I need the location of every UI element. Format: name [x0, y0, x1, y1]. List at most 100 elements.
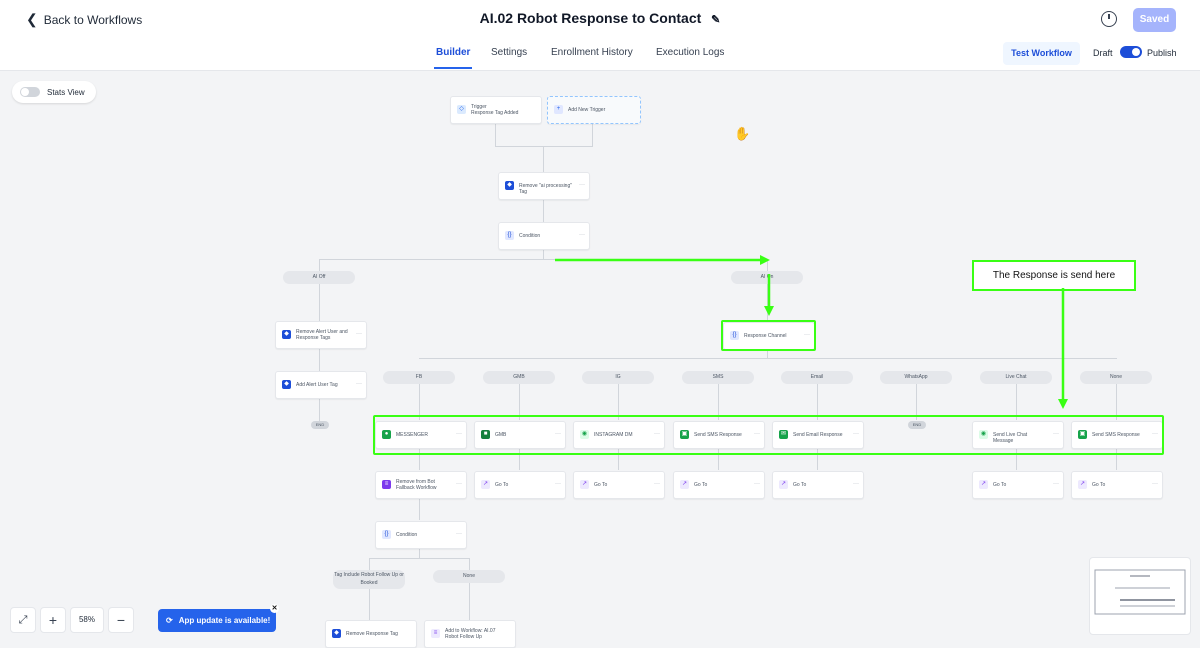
- close-icon[interactable]: ✕: [270, 604, 279, 613]
- branch-none[interactable]: None: [1080, 371, 1152, 384]
- connector: [767, 259, 768, 271]
- branch-whatsapp[interactable]: WhatsApp: [880, 371, 952, 384]
- connector: [369, 558, 470, 559]
- more-icon[interactable]: ···: [579, 232, 585, 238]
- chevron-left-icon: ❮: [26, 11, 38, 27]
- more-icon[interactable]: ···: [456, 431, 462, 437]
- response-channel-node[interactable]: {} Response Channel ···: [723, 322, 815, 350]
- connector: [519, 446, 520, 470]
- more-icon[interactable]: ···: [804, 332, 810, 338]
- connector: [543, 198, 544, 222]
- test-workflow-button[interactable]: Test Workflow: [1003, 42, 1080, 65]
- plus-icon: +: [554, 105, 563, 114]
- stats-view-toggle[interactable]: Stats View: [12, 81, 96, 103]
- more-icon[interactable]: ···: [456, 481, 462, 487]
- goto-node[interactable]: ↗ Go To ···: [673, 471, 765, 499]
- tab-execution-logs[interactable]: Execution Logs: [656, 47, 725, 58]
- gmb-node[interactable]: ■ GMB ···: [474, 421, 566, 449]
- branch-ig[interactable]: IG: [582, 371, 654, 384]
- branch-sms[interactable]: SMS: [682, 371, 754, 384]
- branch-tag-include[interactable]: Tag Include Robot Follow Up or Booked: [333, 570, 405, 589]
- send-sms-node[interactable]: ▣ Send SMS Response ···: [673, 421, 765, 449]
- publish-toggle[interactable]: [1120, 46, 1142, 58]
- braces-icon: {}: [730, 331, 739, 340]
- braces-icon: {}: [505, 231, 514, 240]
- goto-node[interactable]: ↗ Go To ···: [1071, 471, 1163, 499]
- zoom-out-button[interactable]: −: [108, 607, 134, 633]
- connector: [1116, 446, 1117, 470]
- more-icon[interactable]: ···: [654, 481, 660, 487]
- messenger-node[interactable]: ● MESSENGER ···: [375, 421, 467, 449]
- connector: [817, 384, 818, 420]
- add-alert-label: Add Alert User Tag: [296, 382, 338, 388]
- more-icon[interactable]: ···: [1152, 431, 1158, 437]
- branch-fb[interactable]: FB: [383, 371, 455, 384]
- app-update-label: App update is available!: [178, 616, 271, 625]
- goto-node[interactable]: ↗ Go To ···: [573, 471, 665, 499]
- add-trigger-node[interactable]: + Add New Trigger: [547, 96, 641, 124]
- stats-switch[interactable]: [20, 87, 40, 97]
- remove-alert-node[interactable]: ◆ Remove Alert User and Response Tags ··…: [275, 321, 367, 349]
- condition-node-2[interactable]: {} Condition ···: [375, 521, 467, 549]
- pencil-icon[interactable]: ✎: [711, 14, 721, 26]
- goto-icon: ↗: [779, 480, 788, 489]
- branch-gmb[interactable]: GMB: [483, 371, 555, 384]
- workflow-title-text: AI.02 Robot Response to Contact: [479, 10, 702, 26]
- remove-fallback-label: Remove from Bot Fallback Workflow: [396, 479, 437, 491]
- add-alert-node[interactable]: ◆ Add Alert User Tag ···: [275, 371, 367, 399]
- back-to-workflows-link[interactable]: ❮ Back to Workflows: [26, 11, 142, 28]
- branch-ai-on[interactable]: AI On: [731, 271, 803, 284]
- goto-node[interactable]: ↗ Go To ···: [772, 471, 864, 499]
- goto-label: Go To: [694, 482, 708, 488]
- more-icon[interactable]: ···: [1053, 431, 1059, 437]
- remove-tag-node[interactable]: ◆ Remove "ai processing" Tag ···: [498, 172, 590, 200]
- saved-button[interactable]: Saved: [1133, 8, 1176, 32]
- tab-enrollment-history[interactable]: Enrollment History: [551, 47, 633, 58]
- more-icon[interactable]: ···: [579, 182, 585, 188]
- more-icon[interactable]: ···: [853, 431, 859, 437]
- connector: [1016, 384, 1017, 420]
- instagram-node[interactable]: ◉ INSTAGRAM DM ···: [573, 421, 665, 449]
- connector: [916, 384, 917, 420]
- more-icon[interactable]: ···: [1053, 481, 1059, 487]
- branch-live-chat[interactable]: Live Chat: [980, 371, 1052, 384]
- goto-node[interactable]: ↗ Go To ···: [474, 471, 566, 499]
- history-icon[interactable]: [1101, 11, 1117, 27]
- more-icon[interactable]: ···: [853, 481, 859, 487]
- live-chat-node[interactable]: ◉ Send Live Chat Message ···: [972, 421, 1064, 449]
- more-icon[interactable]: ···: [555, 481, 561, 487]
- condition-node-1[interactable]: {} Condition ···: [498, 222, 590, 250]
- top-bar: ❮ Back to Workflows AI.02 Robot Response…: [0, 0, 1200, 39]
- tab-settings[interactable]: Settings: [491, 47, 528, 58]
- more-icon[interactable]: ···: [1152, 481, 1158, 487]
- more-icon[interactable]: ···: [754, 431, 760, 437]
- branch-email[interactable]: Email: [781, 371, 853, 384]
- zoom-in-button[interactable]: +: [40, 607, 66, 633]
- goto-node[interactable]: ↗ Go To ···: [972, 471, 1064, 499]
- messenger-label: MESSENGER: [396, 432, 428, 438]
- goto-icon: ↗: [1078, 480, 1087, 489]
- connector: [419, 496, 420, 520]
- more-icon[interactable]: ···: [456, 531, 462, 537]
- remove-fallback-node[interactable]: ≡ Remove from Bot Fallback Workflow ···: [375, 471, 467, 499]
- highlight-response-channel: [721, 320, 816, 351]
- send-email-node[interactable]: ✉ Send Email Response ···: [772, 421, 864, 449]
- connector: [718, 384, 719, 420]
- more-icon[interactable]: ···: [356, 381, 362, 387]
- remove-alert-label: Remove Alert User and Response Tags: [296, 329, 348, 341]
- tag-remove-icon: ◆: [282, 330, 291, 339]
- fit-view-icon[interactable]: ⤢: [10, 607, 36, 633]
- more-icon[interactable]: ···: [754, 481, 760, 487]
- more-icon[interactable]: ···: [654, 431, 660, 437]
- app-update-banner[interactable]: ⟳App update is available! ✕: [158, 604, 279, 632]
- condition-label: Condition: [519, 233, 541, 239]
- minimap[interactable]: [1089, 557, 1191, 635]
- more-icon[interactable]: ···: [555, 431, 561, 437]
- branch-none-2[interactable]: None: [433, 570, 505, 583]
- tab-builder[interactable]: Builder: [433, 47, 473, 69]
- branch-ai-off[interactable]: AI Off: [283, 271, 355, 284]
- zoom-controls: ⤢ + 58% −: [10, 607, 134, 633]
- more-icon[interactable]: ···: [356, 331, 362, 337]
